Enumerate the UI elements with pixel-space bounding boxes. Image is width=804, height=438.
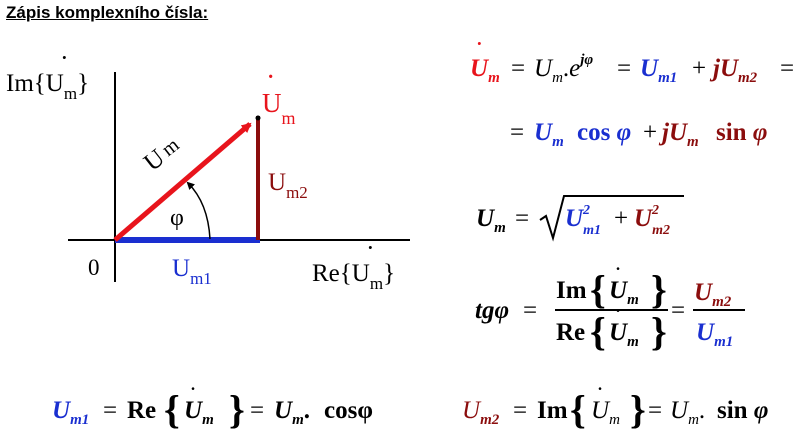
im-axis-label: Im{Um} <box>6 70 89 103</box>
svg-text:=: = <box>103 397 117 424</box>
svg-text:=: = <box>523 297 537 324</box>
svg-text:}: } <box>229 387 245 432</box>
phasor-arrow <box>113 122 252 242</box>
svg-text:Um2: Um2 <box>694 279 732 310</box>
svg-text:Um22: Um22 <box>634 203 670 238</box>
re-axis-label: Re{Um} <box>312 260 395 293</box>
formula-magnitude: Um = Um12 + Um22 <box>476 195 684 242</box>
re-axis-dot: ˙ <box>367 243 374 265</box>
svg-text:˙: ˙ <box>615 264 621 284</box>
svg-text:Um1: Um1 <box>52 397 89 428</box>
sqrt-sign <box>539 195 684 242</box>
svg-text:=: = <box>511 55 525 82</box>
svg-text:sin φ: sin φ <box>716 119 767 146</box>
formula-phasor-exponential: Um ˙ = Um.ejφ = Um1 + jUm2 = <box>470 39 794 86</box>
angle-label: φ <box>170 205 184 231</box>
svg-text:˙: ˙ <box>615 306 621 326</box>
svg-text:Um: Um <box>609 277 639 308</box>
svg-text:Um: Um <box>609 319 639 350</box>
svg-text:jUm2: jUm2 <box>709 55 758 86</box>
svg-text:=: = <box>510 119 524 146</box>
formula-real-part: Um1 = Re { Um ˙ } = Um. cosφ <box>52 384 373 432</box>
svg-text:˙: ˙ <box>597 384 603 404</box>
svg-text:=: = <box>780 55 794 82</box>
phasor-label: Um <box>262 88 296 128</box>
svg-text:Um: Um <box>184 397 214 428</box>
phasor-tip <box>255 115 261 121</box>
svg-text:˙: ˙ <box>190 384 196 404</box>
svg-text:jUm: jUm <box>658 119 699 150</box>
svg-text:Um12: Um12 <box>565 203 601 238</box>
phasor-label-dot: ˙ <box>267 70 274 95</box>
origin-label: 0 <box>88 255 100 280</box>
im-axis-dot: ˙ <box>61 53 68 75</box>
svg-text:Um1: Um1 <box>640 55 677 86</box>
svg-text:+: + <box>643 119 657 146</box>
formula-tangent: tgφ = Im { Um ˙ } Re { Um ˙ } = Um2 Um1 <box>475 264 745 354</box>
svg-text:}: } <box>630 387 646 432</box>
svg-text:Re: Re <box>127 397 156 424</box>
svg-text:Um.: Um. <box>670 397 705 428</box>
svg-text:Um: Um <box>534 119 564 150</box>
svg-text:Im: Im <box>556 277 587 304</box>
svg-text:{: { <box>164 387 180 432</box>
svg-text:=: = <box>250 397 264 424</box>
svg-text:Im: Im <box>537 397 568 424</box>
svg-text:{: { <box>590 267 606 312</box>
svg-text:˙: ˙ <box>476 39 483 61</box>
svg-text:{: { <box>590 309 606 354</box>
svg-text:+: + <box>692 55 706 82</box>
imag-part-label: Um2 <box>268 169 308 202</box>
magnitude-label: Um <box>139 132 186 177</box>
svg-text:cosφ: cosφ <box>324 397 373 424</box>
svg-text:=: = <box>617 55 631 82</box>
svg-text:Um: Um <box>476 205 506 236</box>
svg-text:cos φ: cos φ <box>577 119 631 146</box>
svg-text:}: } <box>651 267 667 312</box>
formula-imag-part: Um2 = Im { Um ˙ } = Um. sin φ <box>462 384 768 432</box>
svg-text:}: } <box>651 309 667 354</box>
svg-text:=: = <box>515 205 529 232</box>
real-part-label: Um1 <box>172 255 212 288</box>
page-title: Zápis komplexního čísla: <box>6 3 209 22</box>
svg-text:Um: Um <box>470 55 500 86</box>
svg-text:Um2: Um2 <box>462 397 500 428</box>
svg-text:sin φ: sin φ <box>717 397 768 424</box>
svg-text:tgφ: tgφ <box>475 297 509 324</box>
svg-text:=: = <box>648 397 662 424</box>
svg-text:+: + <box>614 205 628 232</box>
svg-text:Um: Um <box>591 397 620 428</box>
svg-text:Um1: Um1 <box>696 319 733 350</box>
svg-text:Um.ejφ: Um.ejφ <box>534 52 593 86</box>
svg-text:=: = <box>671 297 685 324</box>
svg-text:=: = <box>513 397 527 424</box>
svg-text:Um.: Um. <box>274 397 310 428</box>
svg-text:{: { <box>570 387 586 432</box>
svg-text:Re: Re <box>556 319 585 346</box>
angle-arc <box>186 181 211 240</box>
formula-trigonometric: = Um cos φ + jUm sin φ <box>510 119 767 150</box>
